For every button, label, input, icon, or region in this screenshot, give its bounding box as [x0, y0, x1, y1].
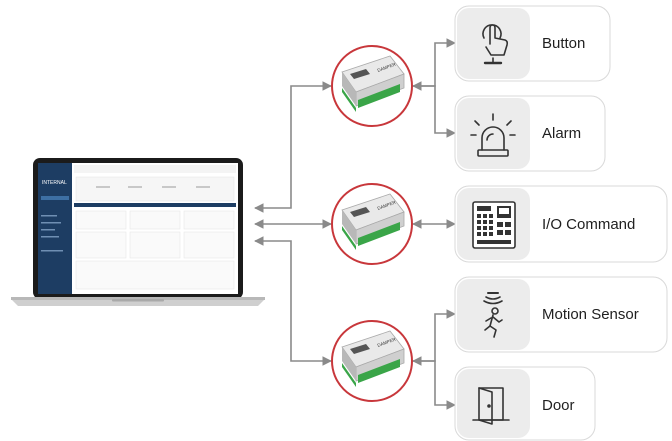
controller-middle: DAMPER — [331, 183, 413, 265]
keypad-panel-icon — [472, 201, 516, 249]
motion-sensor-icon — [483, 292, 503, 338]
connector-top — [254, 81, 332, 213]
laptop-icon: INTERNAL — [11, 158, 265, 306]
device-label-motion-sensor: Motion Sensor — [542, 306, 639, 323]
controller-brand: DAMPER — [377, 336, 398, 348]
device-card-io-command: I/O Command — [454, 185, 668, 263]
connector-button — [412, 38, 456, 91]
screen-brand: INTERNAL — [42, 180, 67, 186]
device-label-door: Door — [542, 397, 575, 414]
connector-door — [413, 360, 456, 410]
device-label-io-command: I/O Command — [542, 216, 635, 233]
device-card-door: Door — [454, 366, 596, 441]
controller-brand: DAMPER — [377, 199, 398, 211]
alarm-light-icon — [470, 113, 516, 157]
controller-top: DAMPER — [331, 45, 413, 127]
device-card-motion-sensor: Motion Sensor — [454, 276, 668, 353]
device-label-alarm: Alarm — [542, 125, 581, 142]
controller-bottom: DAMPER — [331, 320, 413, 402]
device-card-alarm: Alarm — [454, 95, 606, 172]
device-label-button: Button — [542, 35, 585, 52]
io-controller-icon: DAMPER — [341, 55, 405, 112]
door-icon — [472, 387, 510, 425]
connector-alarm — [413, 85, 456, 138]
io-controller-icon: DAMPER — [341, 330, 405, 387]
device-card-button: Button — [454, 5, 611, 82]
io-controller-icon: DAMPER — [341, 193, 405, 250]
connector-bottom — [254, 236, 332, 366]
controller-brand: DAMPER — [377, 61, 398, 73]
connector-motion-sensor — [412, 309, 456, 366]
push-button-icon — [482, 24, 509, 65]
screen-sidebar — [38, 163, 72, 294]
